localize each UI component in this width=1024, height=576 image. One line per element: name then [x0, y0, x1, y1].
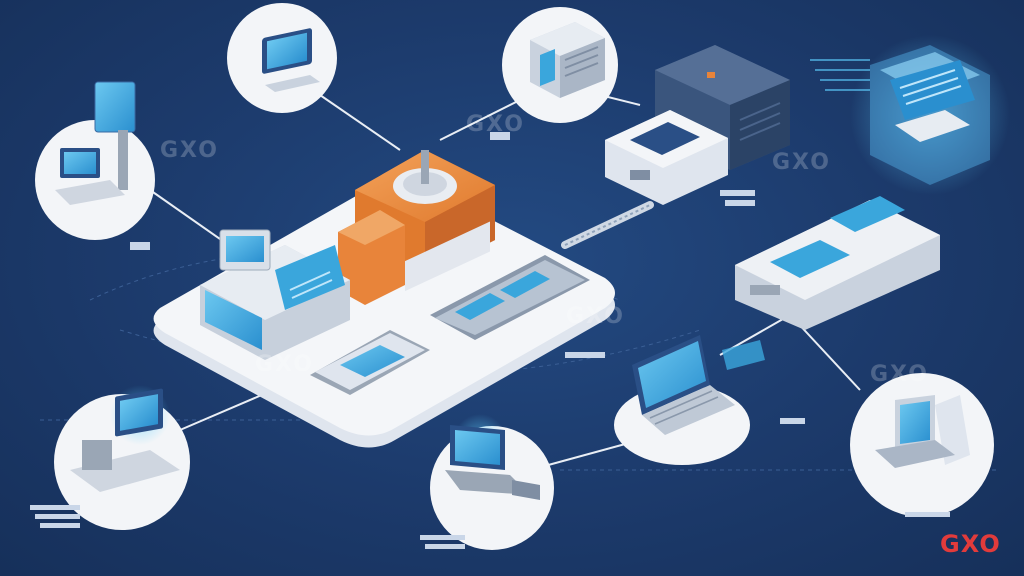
- link-top-server: [439, 99, 521, 141]
- router-icon[interactable]: [735, 196, 940, 330]
- hub-platform-icon: [153, 150, 616, 448]
- watermark: GXO: [160, 138, 219, 163]
- link-top-monitor: [319, 94, 401, 151]
- node-top-right-terminal: [810, 35, 1010, 195]
- core-switch-device: [338, 150, 495, 305]
- node-right-laptop[interactable]: [614, 335, 765, 465]
- printer-icon: [605, 110, 728, 205]
- node-top-monitor[interactable]: [227, 3, 337, 113]
- node-bottom-right-pc[interactable]: [850, 373, 994, 517]
- node-left-kiosk[interactable]: [35, 81, 155, 240]
- watermark: GXO: [255, 352, 314, 377]
- monitor-icon: [70, 385, 180, 492]
- server-icon: [530, 22, 605, 98]
- watermark: GXO: [566, 304, 625, 329]
- node-bottom-left-pc[interactable]: [54, 385, 190, 530]
- label-marks: [30, 132, 950, 549]
- workstation-icon: [200, 229, 350, 360]
- node-top-server[interactable]: [502, 7, 618, 123]
- hub-cable: [561, 201, 654, 249]
- watermark: GXO: [466, 112, 525, 137]
- monitor-icon: [262, 28, 320, 92]
- brand-logo: GXO: [940, 530, 1001, 558]
- laptop-icon: [632, 335, 735, 435]
- node-bottom-laptop[interactable]: [430, 414, 554, 550]
- workstation-icon: [875, 395, 970, 468]
- laptop-icon: [445, 414, 540, 500]
- tablet-device: [310, 330, 430, 395]
- kiosk-icon: [55, 81, 136, 205]
- rack-module: [430, 255, 590, 340]
- watermark: GXO: [870, 362, 929, 387]
- watermark: GXO: [772, 150, 831, 175]
- link-right-router: [794, 319, 861, 391]
